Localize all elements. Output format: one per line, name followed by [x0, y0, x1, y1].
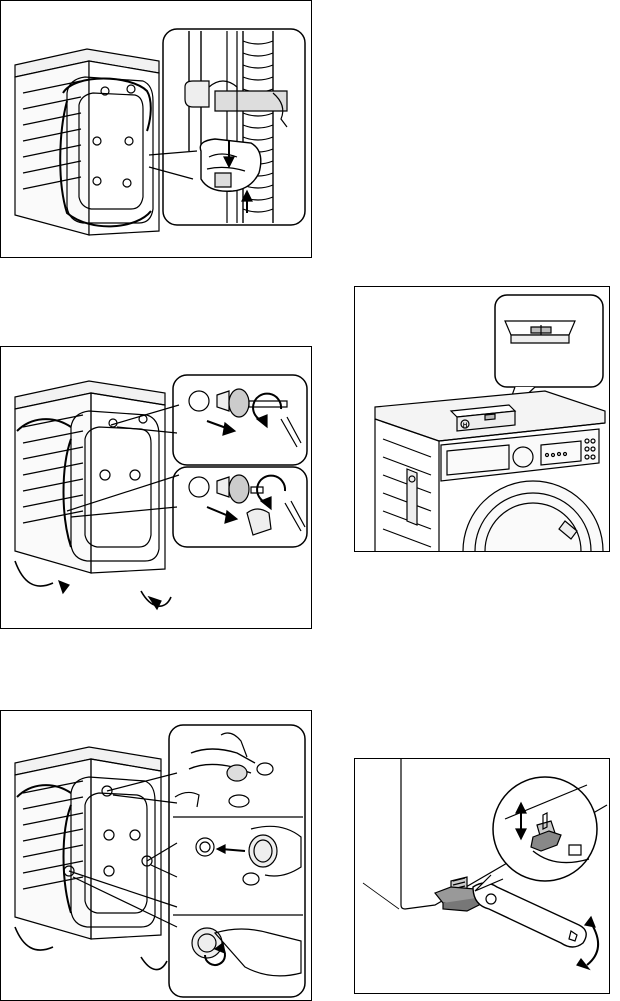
transit-bolt-detail-lower [173, 467, 307, 547]
washing-machine-rear [15, 49, 197, 235]
spanner-wrench [473, 883, 598, 969]
washing-machine-rear [15, 747, 177, 970]
plastic-caps-detail-callout [169, 725, 305, 997]
figure-insert-plastic-caps [0, 710, 312, 1001]
transit-bolts-illustration [1, 347, 311, 628]
hose-clip-detail-callout [163, 29, 305, 225]
level-label: H [463, 423, 467, 429]
figure-adjust-feet [354, 758, 610, 994]
figure-unscrew-transit-bolts [0, 346, 312, 629]
figure-spirit-level: H [354, 286, 610, 552]
foot-adjust-detail-callout [475, 777, 597, 891]
plastic-caps-illustration [1, 711, 311, 1000]
hose-clip-illustration [1, 1, 311, 257]
washing-machine-rear [15, 381, 179, 609]
spirit-level-illustration: H [355, 287, 609, 551]
washing-machine-front [375, 391, 605, 551]
figure-remove-hose-clip [0, 0, 312, 258]
adjust-feet-illustration [355, 759, 609, 993]
transit-bolt-detail-upper [173, 375, 307, 465]
